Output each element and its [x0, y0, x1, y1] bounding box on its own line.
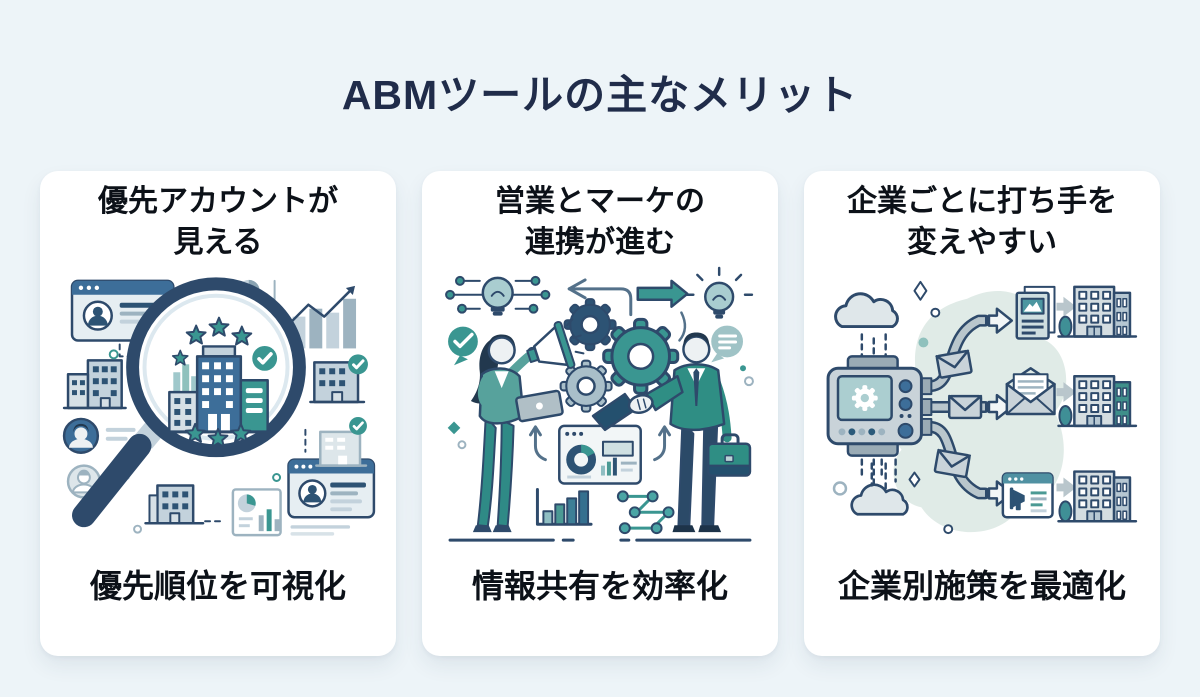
illustration-priority-accounts: [62, 277, 376, 537]
megaphone-icon: [526, 318, 585, 370]
briefcase-icon: [707, 433, 752, 478]
infographic-page: ABMツールの主なメリット 優先アカウントが 見える: [0, 27, 1200, 657]
card-heading-line: 連携が進む: [525, 226, 675, 260]
card-heading: 企業ごとに打ち手を 変えやすい: [847, 181, 1117, 263]
handshake-icon: [591, 375, 684, 432]
card-heading-line: 企業ごとに打ち手を: [847, 185, 1117, 219]
card-footer-label: 優先順位を可視化: [89, 568, 346, 605]
avatar-icon: [62, 418, 136, 455]
benefit-cards-row: 優先アカウントが 見える: [0, 171, 1200, 657]
mini-dashboard-icon: [231, 488, 282, 537]
check-badge-icon: [250, 344, 279, 374]
sparkle-icon: [943, 524, 954, 535]
card-heading-line: 見える: [173, 226, 263, 260]
speech-bubble-icon: [711, 326, 744, 363]
open-envelope-icon: [1005, 367, 1056, 416]
bar-chart-icon: [535, 488, 593, 527]
sparkle-icon: [832, 481, 848, 497]
ad-browser-icon: [1001, 472, 1054, 519]
gear-icons: [559, 298, 680, 414]
magnifier-icon: [72, 277, 306, 528]
building-check-icon: [309, 353, 370, 404]
card-footer-label: 情報共有を効率化: [471, 568, 728, 605]
cloud-icon: [834, 292, 899, 367]
building-check-icon: [315, 416, 369, 468]
newsletter-icon: [1015, 286, 1056, 341]
building-icon: [1057, 470, 1138, 523]
sales-man: [669, 332, 752, 533]
card-heading-line: 優先アカウントが: [98, 185, 338, 219]
illustration-sales-marketing-handshake: [445, 267, 754, 543]
laptop-icon: [515, 390, 564, 423]
sparkle-icon: [930, 308, 941, 319]
arrow-left-icon: [567, 278, 633, 317]
card-heading: 営業とマーケの 連携が進む: [495, 181, 705, 263]
page-title: ABMツールの主なメリット: [341, 72, 859, 119]
gear-icon: [851, 385, 878, 412]
building-icon: [1057, 375, 1138, 428]
building-icon: [144, 484, 205, 525]
network-icon: [616, 490, 675, 535]
card-heading: 優先アカウントが 見える: [98, 181, 338, 263]
sparkle-icon: [913, 281, 928, 302]
sparkle-icon: [918, 337, 929, 348]
building-icon: [1057, 286, 1138, 339]
card-footer-label: 企業別施策を最適化: [837, 568, 1126, 605]
megaphone-icon: [1009, 487, 1025, 511]
lightbulb-idea-icon: [685, 267, 754, 320]
sparkle-icon: [908, 472, 921, 488]
automation-machine-icon: [826, 355, 933, 488]
arrow-right-icon: [636, 280, 689, 309]
marketer-woman: [470, 318, 585, 533]
dashboard-icon: [528, 425, 672, 486]
building-icon: [62, 359, 127, 410]
profile-card-icon: [287, 458, 376, 537]
benefit-card-per-account-tactics: 企業ごとに打ち手を 変えやすい: [804, 171, 1160, 657]
benefit-card-sales-marketing: 営業とマーケの 連携が進む: [422, 171, 778, 657]
cloud-icon: [850, 458, 909, 517]
illustration-automated-outreach: [826, 281, 1138, 535]
check-bubble-icon: [448, 327, 478, 366]
lightbulb-circuit-icon: [445, 276, 551, 317]
benefit-card-priority-accounts: 優先アカウントが 見える: [40, 171, 396, 657]
card-heading-line: 変えやすい: [907, 226, 1057, 260]
card-heading-line: 営業とマーケの: [495, 185, 705, 219]
